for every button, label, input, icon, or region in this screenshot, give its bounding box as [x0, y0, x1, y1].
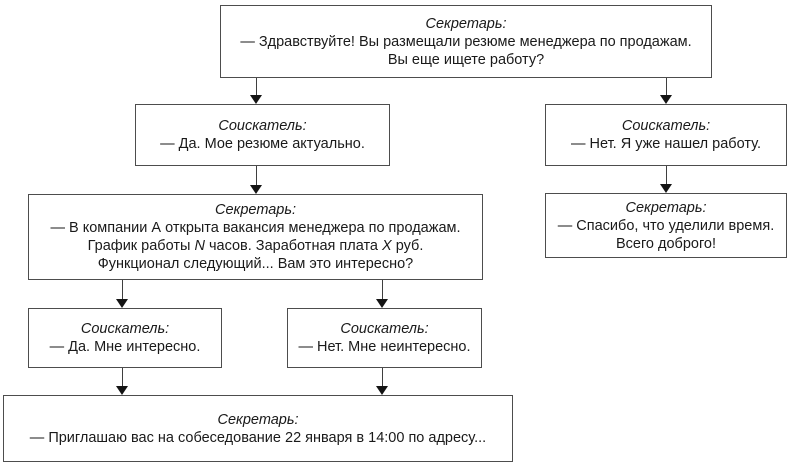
arrow-head-icon	[250, 185, 262, 194]
dialog-line: — Да. Мое резюме актуально.	[160, 136, 365, 152]
dialog-line: Вы еще ищете работу?	[387, 51, 545, 68]
arrow-head-icon	[376, 386, 388, 395]
speaker-label: Секретарь:	[625, 199, 707, 216]
connector-arrow-vacancy-to-interested	[116, 280, 129, 308]
box-applicant-job-found: Соискатель: — Нет. Я уже нашел работу.	[545, 104, 787, 166]
box-applicant-not-interested: Соискатель: — Нет. Мне неинтересно.	[287, 308, 482, 368]
dialog-line: — Спасибо, что уделили время.	[557, 217, 775, 234]
arrow-head-icon	[376, 299, 388, 308]
speaker-label: Соискатель:	[340, 321, 429, 337]
arrow-stem	[381, 368, 384, 388]
speaker-label: Соискатель:	[218, 118, 307, 134]
speaker-label: Секретарь:	[425, 15, 507, 32]
box-secretary-thanks: Секретарь: — Спасибо, что уделили время.…	[545, 193, 787, 258]
speaker-label: Соискатель:	[621, 118, 711, 134]
dialog-line: — Нет. Я уже нашел работу.	[571, 136, 761, 152]
box-applicant-interested: Соискатель: — Да. Мне интересно.	[28, 308, 222, 368]
arrow-stem	[121, 368, 124, 388]
connector-arrow-greeting-to-no	[660, 78, 673, 104]
variable-n: N	[194, 238, 205, 254]
arrow-stem	[665, 78, 668, 97]
dialog-line: — Да. Мне интересно.	[49, 339, 201, 355]
connector-arrow-interested-to-invitation	[116, 368, 129, 395]
variable-x: X	[382, 238, 392, 254]
connector-arrow-vacancy-to-not-interested	[376, 280, 389, 308]
arrow-head-icon	[660, 184, 672, 193]
speaker-label: Секретарь:	[217, 411, 299, 428]
arrow-stem	[381, 280, 384, 301]
box-secretary-greeting: Секретарь: — Здравствуйте! Вы размещали …	[220, 5, 712, 78]
dialog-line-text: часов. Заработная плата	[204, 238, 383, 254]
dialog-line: — Здравствуйте! Вы размещали резюме мене…	[240, 33, 692, 50]
dialog-line-text: График работы	[87, 238, 195, 254]
dialog-line: — Нет. Мне неинтересно.	[298, 339, 471, 355]
speaker-label: Соискатель:	[80, 321, 170, 337]
arrow-head-icon	[116, 299, 128, 308]
arrow-stem	[255, 78, 258, 97]
connector-arrow-no-to-thanks	[660, 166, 673, 193]
connector-arrow-not-interested-to-invitation	[376, 368, 389, 395]
box-secretary-invitation: Секретарь: — Приглашаю вас на собеседова…	[3, 395, 513, 462]
connector-arrow-greeting-to-yes	[250, 78, 263, 104]
dialog-line: — В компании А открыта вакансия менеджер…	[50, 220, 461, 236]
box-secretary-vacancy: Секретарь: — В компании А открыта ваканс…	[28, 194, 483, 280]
speaker-label: Секретарь:	[214, 202, 297, 218]
dialog-line: График работы N часов. Заработная плата …	[88, 237, 424, 255]
connector-arrow-yes-to-vacancy	[250, 166, 263, 194]
dialog-line: Функционал следующий... Вам это интересн…	[97, 256, 414, 272]
arrow-stem	[255, 166, 258, 187]
dialog-line-text: руб.	[391, 238, 424, 254]
dialog-line: Всего доброго!	[615, 235, 717, 252]
arrow-stem	[121, 280, 124, 301]
dialog-line: — Приглашаю вас на собеседование 22 янва…	[29, 429, 487, 446]
arrow-head-icon	[250, 95, 262, 104]
arrow-head-icon	[660, 95, 672, 104]
arrow-stem	[665, 166, 668, 186]
box-applicant-resume-active: Соискатель: — Да. Мое резюме актуально.	[135, 104, 390, 166]
arrow-head-icon	[116, 386, 128, 395]
